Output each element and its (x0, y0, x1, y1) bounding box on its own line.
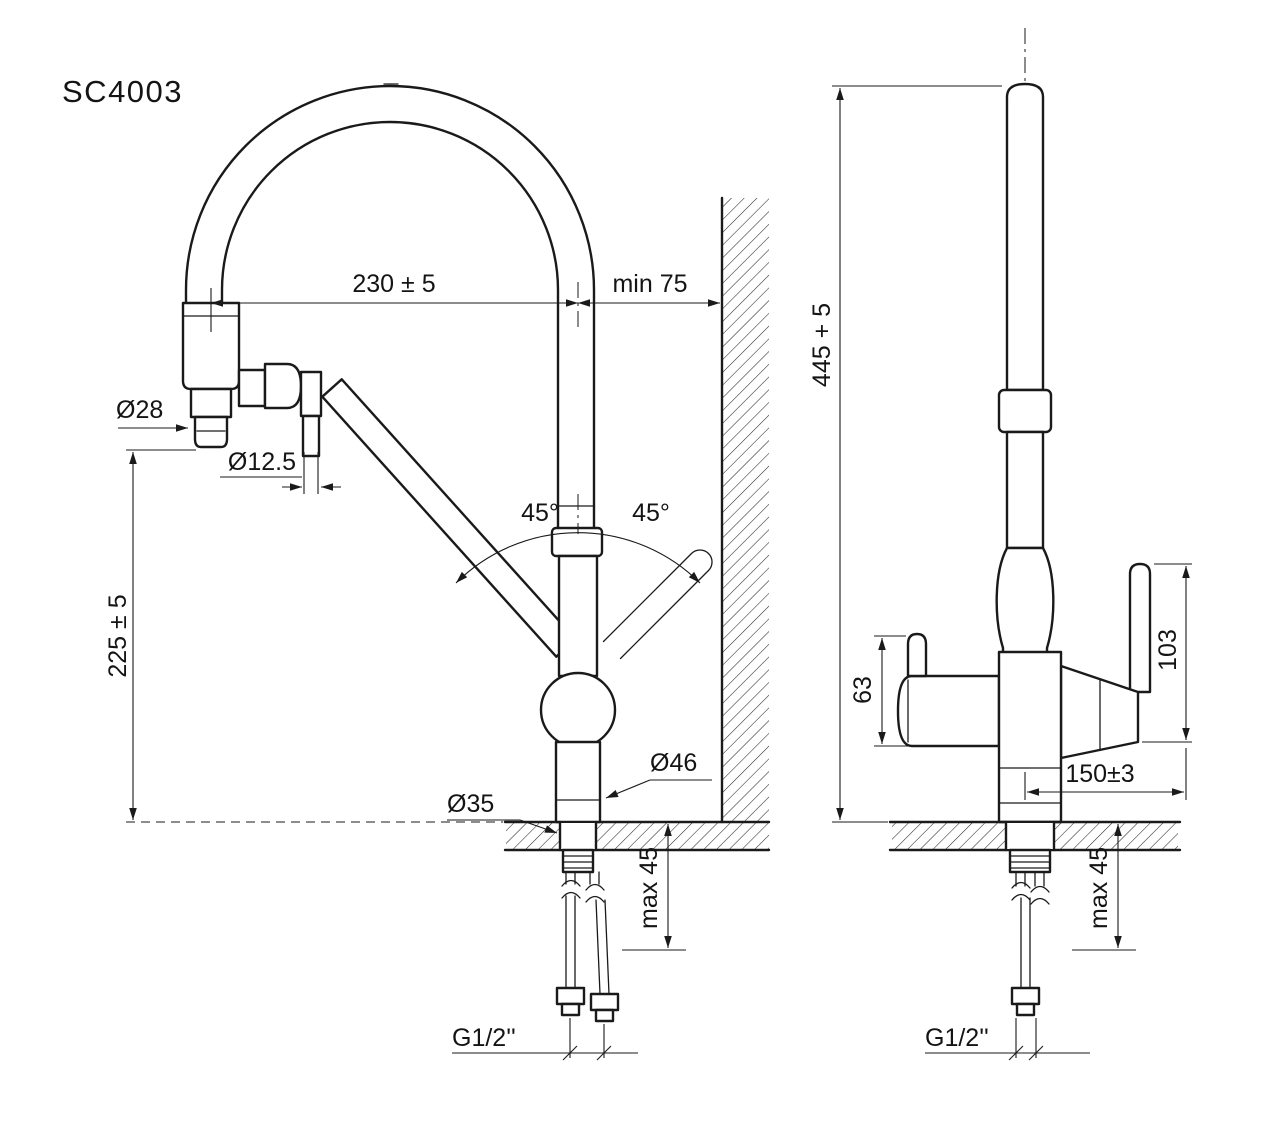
dim-handle-reach: 150±3 (1065, 760, 1134, 788)
front-view: 230 ± 5 min 75 Ø28 Ø12.5 45° 45° 225 ± 5 (104, 83, 771, 1061)
spout-holder (995, 546, 1055, 664)
dim-thread-front: G1/2'' (452, 1024, 516, 1052)
hose-connectors (555, 986, 620, 1023)
dim-spout-reach: 230 ± 5 (352, 270, 435, 298)
side-handle (1128, 562, 1152, 694)
faucet-column (539, 526, 617, 824)
gooseneck-spout (184, 83, 596, 530)
spray-head (181, 301, 241, 449)
body-side (997, 650, 1063, 824)
shank-threads-side (1009, 855, 1051, 869)
mounting-shank (561, 848, 595, 874)
dimensions-side: 445 + 5 63 103 150±3 max 45 G1/2'' (808, 85, 1192, 1061)
dim-spout-height: 225 ± 5 (104, 594, 132, 677)
dim-handle-height: 103 (1154, 629, 1182, 671)
under-counter-side (1004, 820, 1056, 1017)
dim-body-offset: 63 (849, 676, 877, 704)
hose-connector-side (1010, 986, 1041, 1017)
dim-hose-diameter: Ø12.5 (228, 448, 296, 476)
dim-max-deck-front: max 45 (635, 847, 663, 929)
countertop-front (503, 820, 771, 852)
dim-max-deck-side: max 45 (1085, 847, 1113, 929)
filtered-water-port (896, 674, 1001, 748)
spout-collar (997, 388, 1053, 434)
dim-body-diameter: Ø46 (650, 749, 697, 777)
dim-thread-side: G1/2'' (925, 1024, 989, 1052)
faucet-base (554, 740, 602, 824)
wall-section (720, 196, 769, 824)
spout-pipe (1005, 82, 1045, 392)
dim-swivel-left: 45° (521, 499, 559, 527)
side-view: 445 + 5 63 103 150±3 max 45 G1/2'' (808, 28, 1192, 1061)
under-counter-front (555, 820, 620, 1023)
dim-total-height: 445 + 5 (808, 303, 836, 387)
shank-threads (562, 855, 594, 869)
mounting-shank-side (1008, 848, 1052, 874)
spray-holder-joint (237, 362, 323, 458)
dim-swivel-right: 45° (632, 499, 670, 527)
ball-joint (539, 671, 617, 749)
model-number: SC4003 (62, 74, 183, 109)
dim-spray-diameter: Ø28 (116, 396, 163, 424)
phantom-arm-45deg (602, 549, 713, 660)
port-knob (906, 632, 928, 678)
supply-hose-side (1011, 871, 1050, 989)
dim-hole-diameter: Ø35 (447, 790, 494, 818)
faucet-side (896, 82, 1152, 824)
dim-wall-clearance: min 75 (612, 270, 687, 298)
dimensions-front: 230 ± 5 min 75 Ø28 Ø12.5 45° 45° 225 ± 5 (104, 270, 720, 1061)
supply-hoses (561, 871, 610, 995)
